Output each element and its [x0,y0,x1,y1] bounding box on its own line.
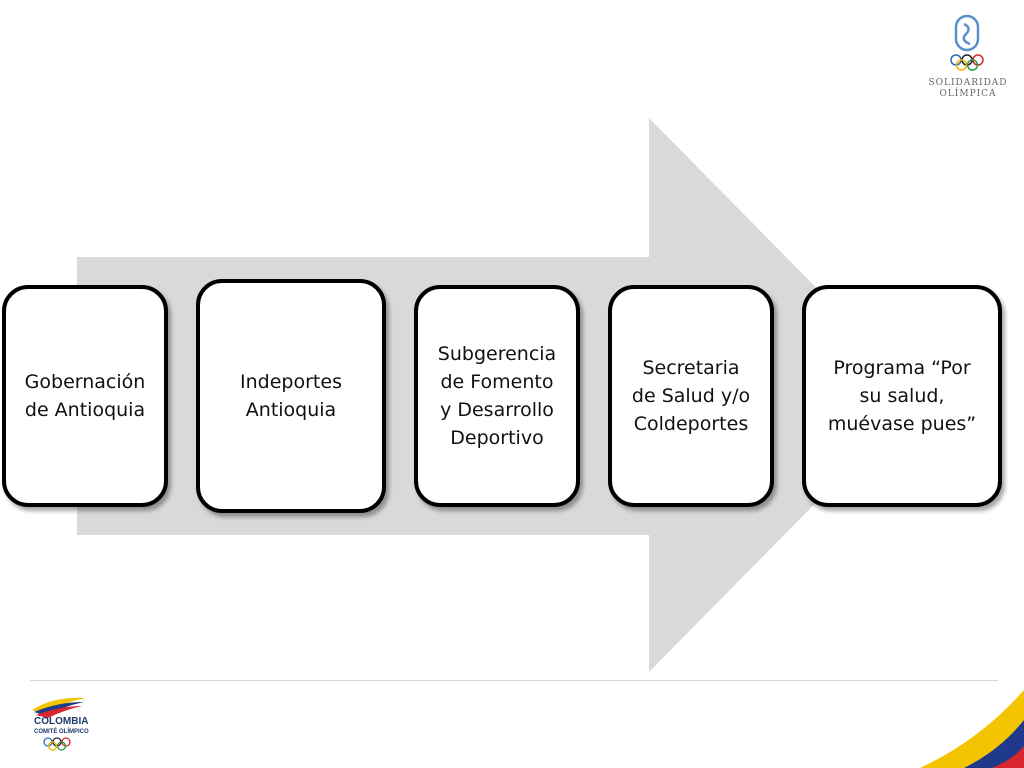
step-box-subgerencia: Subgerencia de Fomento y Desarrollo Depo… [414,285,580,507]
step-box-secretaria: Secretaria de Salud y/o Coldeportes [608,285,774,507]
colombia-logo-subtitle: COMITÉ OLÍMPICO [34,729,89,735]
solidaridad-logo-text: SOLIDARIDAD OLÍMPICA [928,78,1008,99]
colombia-comite-olimpico-logo: COLOMBIA COMITÉ OLÍMPICO [24,690,104,760]
flag-swoosh-decoration [920,690,1024,768]
step-label: Secretaria de Salud y/o Coldeportes [631,357,751,435]
step-box-indeportes: Indeportes Antioquia [196,279,386,513]
step-box-programa: Programa “Por su salud, muévase pues” [802,285,1002,507]
solidaridad-olimpica-logo: SOLIDARIDAD OLÍMPICA [920,12,1016,104]
footer-divider [30,680,998,681]
step-label: Indeportes Antioquia [240,371,342,421]
solidaridad-emblem-icon [950,14,984,71]
colombia-flag-swoosh-icon [32,697,86,751]
step-box-gobernacion: Gobernación de Antioquia [2,285,168,507]
step-label: Programa “Por su salud, muévase pues” [827,357,977,435]
step-label: Gobernación de Antioquia [24,371,146,421]
step-label: Subgerencia de Fomento y Desarrollo Depo… [437,343,557,449]
colombia-logo-title: COLOMBIA [34,716,89,727]
